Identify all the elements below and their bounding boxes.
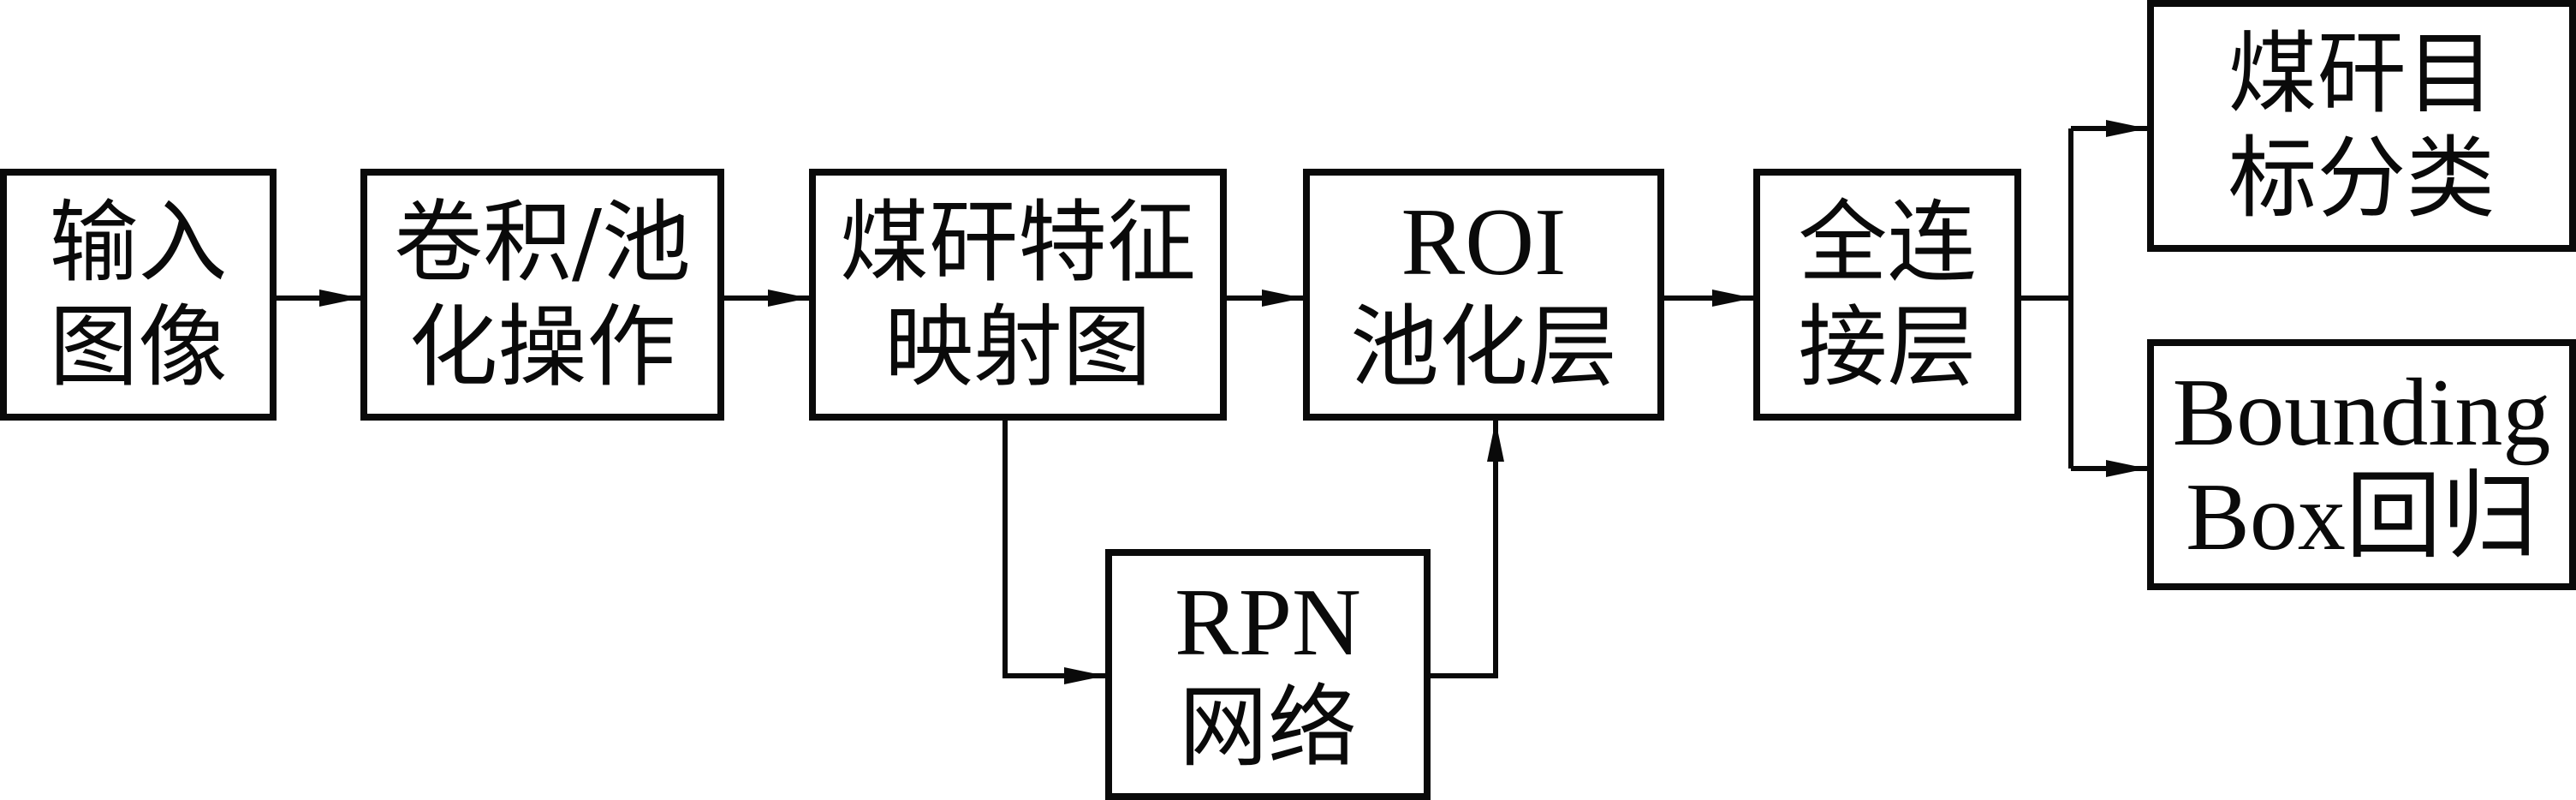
node-label-line: 全连 xyxy=(1798,190,1977,295)
node-label-line: 网络 xyxy=(1178,674,1357,779)
node-label-line: 映射图 xyxy=(883,295,1151,399)
node-label-line: 化操作 xyxy=(408,295,676,399)
node-label-line: 卷积/池 xyxy=(393,190,692,295)
node-conv-pool: 卷积/池 化操作 xyxy=(360,169,724,421)
node-label-line: RPN xyxy=(1175,569,1361,676)
node-bbox-regression: Bounding Box回归 xyxy=(2147,339,2576,590)
node-rpn: RPN 网络 xyxy=(1105,549,1431,800)
node-label-line: 煤矸特征 xyxy=(839,190,1196,295)
node-label-line: Bounding xyxy=(2172,359,2551,466)
node-label-line: 标分类 xyxy=(2228,126,2496,230)
node-label-line: 接层 xyxy=(1798,295,1977,399)
node-label-line: 池化层 xyxy=(1349,295,1617,399)
node-label-line: 输入 xyxy=(49,190,228,295)
node-classification: 煤矸目 标分类 xyxy=(2147,0,2576,252)
node-feature-map: 煤矸特征 映射图 xyxy=(809,169,1227,421)
node-input-image: 输入 图像 xyxy=(0,169,277,421)
node-label-line: Box回归 xyxy=(2186,463,2537,570)
node-roi-pooling: ROI 池化层 xyxy=(1303,169,1664,421)
arrow-feature-to-rpn xyxy=(1002,421,1105,684)
node-label-line: 图像 xyxy=(49,295,228,399)
arrow-rpn-to-roi xyxy=(1431,421,1504,678)
node-label-line: 煤矸目 xyxy=(2228,21,2496,126)
node-label-line: ROI xyxy=(1401,189,1567,296)
node-fully-connected: 全连 接层 xyxy=(1753,169,2021,421)
